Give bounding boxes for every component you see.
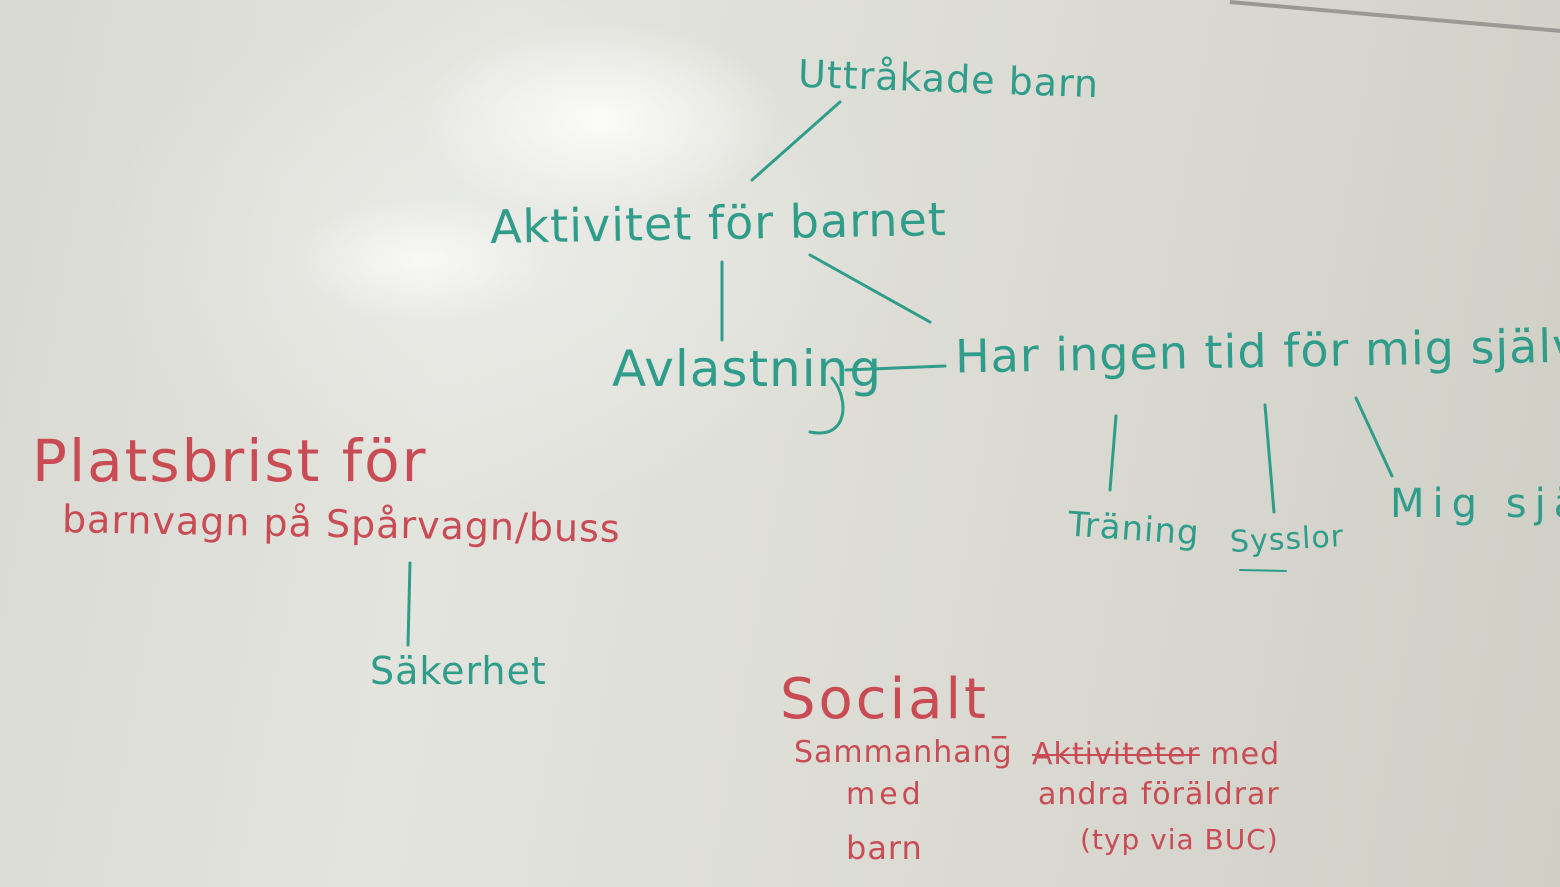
connector-haringentid-traning	[1108, 414, 1118, 492]
connector-aktivitet-haringentid	[808, 253, 932, 324]
connector-avlastning-haringentid	[844, 364, 947, 372]
note-aktivitet-for-barnet: Aktivitet för barnet	[489, 192, 948, 254]
avlastning-g-tail	[808, 376, 845, 435]
note-sammanhang-line3: barn	[846, 829, 923, 867]
note-andra-foraldrar: andra föräldrar	[1038, 777, 1280, 812]
underline-sysslor	[1239, 569, 1287, 572]
note-sammanhang-line2: med	[846, 777, 925, 812]
note-platsbrist-line1: Platsbrist för	[32, 427, 428, 495]
note-platsbrist-line2: barnvagn på Spårvagn/buss	[61, 497, 622, 551]
note-traning: Träning	[1066, 504, 1201, 554]
note-sakerhet: Säkerhet	[370, 649, 547, 693]
note-dash: –	[990, 715, 1009, 756]
connector-uttrakade-aktivitet	[750, 100, 842, 182]
connector-platsbrist-sakerhet	[406, 561, 412, 647]
note-avlastning: Avlastning	[612, 340, 883, 398]
note-mig-sjalv: Mig själv	[1390, 481, 1560, 527]
connector-haringentid-migsjalv	[1354, 396, 1394, 478]
connector-haringentid-sysslor	[1263, 403, 1276, 514]
note-har-ingen-tid: Har ingen tid för mig själv	[954, 318, 1560, 384]
note-aktiviteter-rest: med	[1199, 737, 1281, 772]
note-uttrakade-barn: Uttråkade barn	[797, 51, 1100, 107]
note-typ-via-buc: (typ via BUC)	[1080, 823, 1279, 856]
note-sammanhang-line1: Sammanhang	[794, 735, 1013, 770]
note-sysslor: Sysslor	[1229, 519, 1345, 560]
note-aktiviteter-med: Aktiviteter med	[1032, 740, 1280, 770]
note-aktiviteter-crossed: Aktiviteter	[1032, 737, 1200, 772]
note-socialt: Socialt	[780, 667, 989, 732]
